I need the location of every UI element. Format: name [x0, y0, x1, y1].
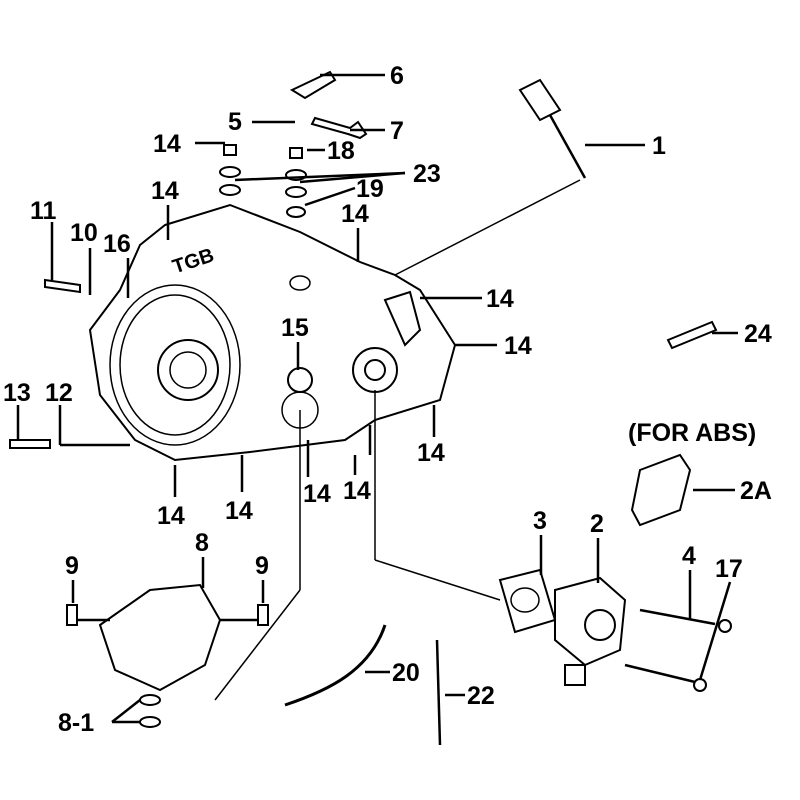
- callout-4: 4: [682, 542, 696, 570]
- callout-5: 5: [228, 108, 242, 136]
- callout-14: 14: [157, 502, 185, 530]
- callout-18: 18: [327, 137, 355, 165]
- callout-14: 14: [151, 177, 179, 205]
- callout-2a: 2A: [740, 477, 772, 505]
- callout-14: 14: [504, 332, 532, 360]
- callout-15: 15: [281, 314, 309, 342]
- pin-24: [666, 320, 718, 350]
- bolt-7: [310, 116, 368, 140]
- bolt-13: [9, 439, 51, 449]
- stud-4b: [624, 663, 696, 684]
- callout-14: 14: [153, 130, 181, 158]
- callout-14: 14: [225, 497, 253, 525]
- washers: [219, 144, 307, 218]
- callout-14: 14: [303, 480, 331, 508]
- callout-14: 14: [417, 439, 445, 467]
- cable-tie: [435, 639, 442, 746]
- callout-12: 12: [45, 379, 73, 407]
- bolt-11: [44, 278, 81, 294]
- callout-8: 8: [195, 529, 209, 557]
- abs-note: (FOR ABS): [628, 419, 756, 447]
- water-pump-cover: [98, 583, 222, 692]
- callout-20: 20: [392, 659, 420, 687]
- crankcase-cover: TGB: [88, 203, 457, 462]
- callout-9: 9: [65, 552, 79, 580]
- callout-labels: 6 5 7 1 14 18 23 19 14 14 11 10 16 14 15…: [3, 62, 772, 737]
- callout-14: 14: [486, 285, 514, 313]
- dipstick: [518, 78, 587, 179]
- abs-plate: [630, 453, 692, 527]
- callout-14: 14: [343, 477, 371, 505]
- callout-8-1: 8-1: [58, 709, 94, 737]
- callout-10: 10: [70, 219, 98, 247]
- hose: [284, 624, 387, 707]
- callout-3: 3: [533, 507, 547, 535]
- callout-16: 16: [103, 230, 131, 258]
- callout-7: 7: [390, 117, 404, 145]
- callout-22: 22: [467, 682, 495, 710]
- gasket: [498, 568, 557, 634]
- callout-11: 11: [30, 197, 57, 225]
- leader-lines: [16, 73, 738, 724]
- callout-19: 19: [356, 175, 384, 203]
- stud-4a: [639, 608, 716, 626]
- callout-23: 23: [413, 160, 441, 188]
- bracket: [289, 70, 337, 100]
- callout-13: 13: [3, 379, 31, 407]
- callout-2: 2: [590, 510, 604, 538]
- callout-1: 1: [652, 132, 666, 160]
- callout-24: 24: [744, 320, 772, 348]
- callout-17: 17: [715, 555, 743, 583]
- callout-14: 14: [341, 200, 369, 228]
- callout-9: 9: [255, 552, 269, 580]
- callout-6: 6: [390, 62, 404, 90]
